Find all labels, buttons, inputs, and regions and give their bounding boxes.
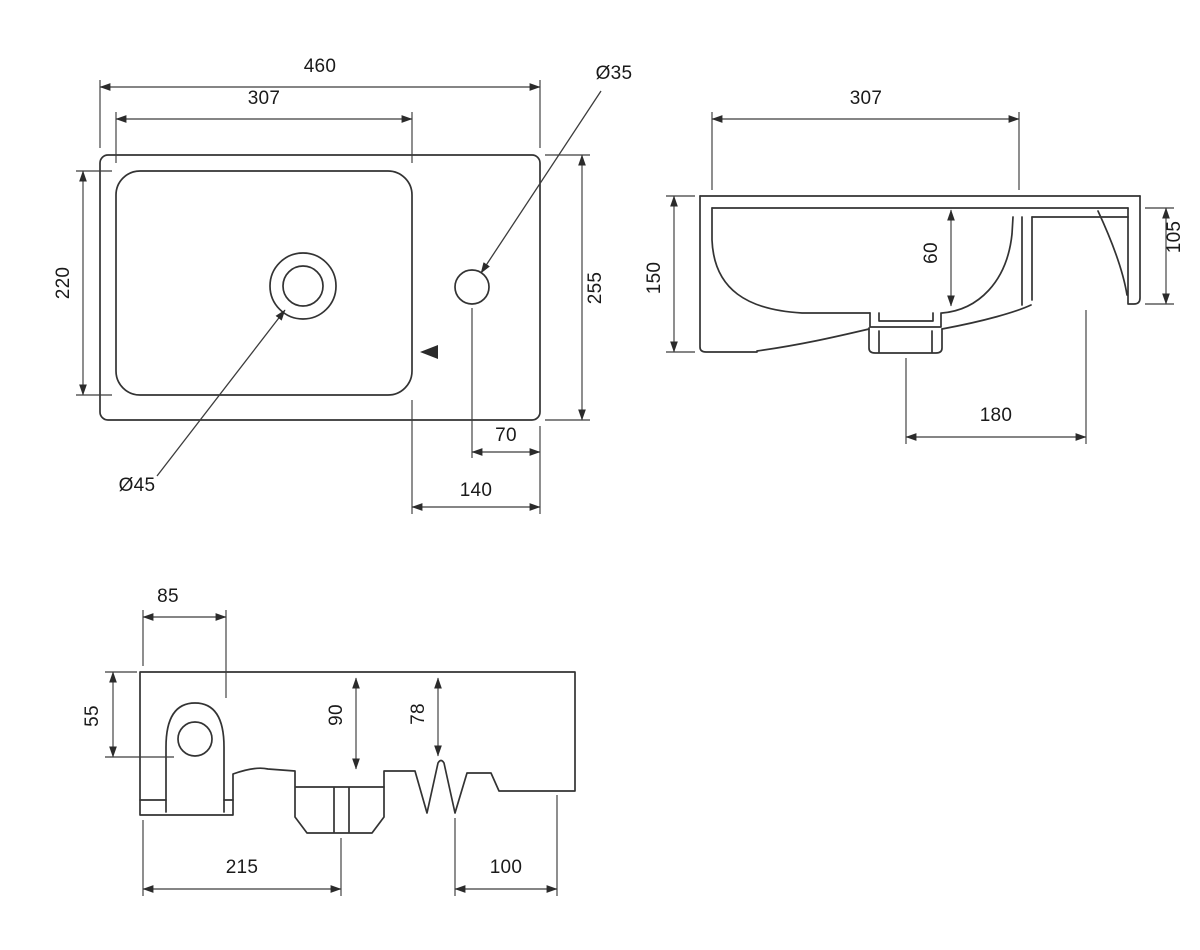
extension-lines [99, 80, 541, 148]
front-underside-left [756, 328, 870, 352]
plan-drain-outer-circle [269, 252, 337, 320]
dim-label: Ø45 [119, 475, 156, 496]
dim-label: 460 [304, 56, 337, 77]
overflow-mark-icon [420, 345, 438, 359]
front-left-wall [699, 195, 758, 353]
dim-plan-overall-width: 460 [99, 56, 541, 148]
plan-tap-hole-circle [454, 269, 490, 305]
dim-label: 180 [980, 405, 1013, 426]
dim-front-drain-to-edge: 180 [905, 310, 1087, 444]
dim-label: 78 [408, 703, 429, 725]
dim-label: 70 [495, 425, 517, 446]
front-drain-trap [868, 327, 943, 354]
dim-label: 307 [850, 88, 883, 109]
dim-label: 307 [248, 88, 281, 109]
dim-label: 55 [82, 705, 103, 727]
dim-plan-bowl-width: 307 [115, 88, 413, 163]
dim-front-left-height: 150 [644, 195, 695, 353]
plan-view: 460 307 220 255 Ø35 Ø45 70 [53, 56, 632, 514]
callout-drain-diameter: Ø45 [119, 309, 286, 496]
bottom-outline [139, 671, 576, 834]
dim-front-bowl-width: 307 [711, 88, 1020, 190]
dim-front-right-height: 105 [1145, 207, 1185, 305]
front-underside-right [941, 304, 1032, 330]
dim-bottom-drain-center-offset: 215 [142, 820, 342, 896]
dim-plan-bowl-depth: 220 [53, 170, 112, 396]
extension-lines [905, 310, 1087, 444]
dim-bottom-tap-drop: 55 [82, 671, 174, 758]
extension-lines [142, 610, 227, 698]
bottom-section-view: 85 55 90 78 215 100 [82, 586, 576, 896]
dim-bottom-tap-boss-width: 85 [142, 586, 227, 698]
leader-line [480, 90, 602, 274]
leader-line [156, 309, 286, 477]
dim-label: 105 [1164, 221, 1185, 254]
dim-plan-overall-depth: 255 [545, 154, 606, 421]
extension-lines [711, 112, 1020, 190]
dim-label: 60 [921, 242, 942, 264]
dim-label: 90 [326, 704, 347, 726]
dim-bottom-overflow-to-edge: 100 [454, 795, 558, 896]
extension-lines [454, 795, 558, 896]
bottom-tap-hole-circle [177, 721, 213, 757]
front-right-end [1097, 195, 1141, 305]
dim-bottom-overflow-depth: 78 [408, 677, 442, 757]
dim-plan-deck-width: 140 [411, 400, 541, 514]
plan-drain-inner-circle [282, 265, 324, 307]
front-bowl-drain-recess [869, 312, 942, 328]
dim-label: 215 [226, 857, 259, 878]
dim-label: 150 [644, 262, 665, 295]
bottom-tap-boss [165, 702, 225, 813]
dim-label: 100 [490, 857, 523, 878]
plan-outer-rim [99, 154, 541, 421]
extension-lines [545, 154, 590, 421]
dim-label: 85 [157, 586, 179, 607]
dim-plan-tap-hole-to-edge: 70 [471, 308, 541, 514]
extension-lines [76, 170, 112, 396]
dim-label: 220 [53, 267, 74, 300]
dim-front-basin-depth: 60 [921, 209, 955, 307]
front-bowl-interior [711, 207, 1014, 314]
plan-bowl [115, 170, 413, 396]
dim-label: 255 [585, 272, 606, 305]
front-section-view: 307 150 60 105 180 [644, 88, 1185, 444]
dim-label: Ø35 [596, 63, 633, 84]
bottom-drain-interior [295, 786, 385, 833]
callout-tap-hole-diameter: Ø35 [480, 63, 633, 274]
front-bowl-right-wall [1021, 216, 1033, 306]
dim-label: 140 [460, 480, 493, 501]
extension-lines [471, 308, 541, 514]
dim-bottom-bowl-underside-depth: 90 [326, 677, 360, 770]
extension-lines [666, 195, 695, 353]
